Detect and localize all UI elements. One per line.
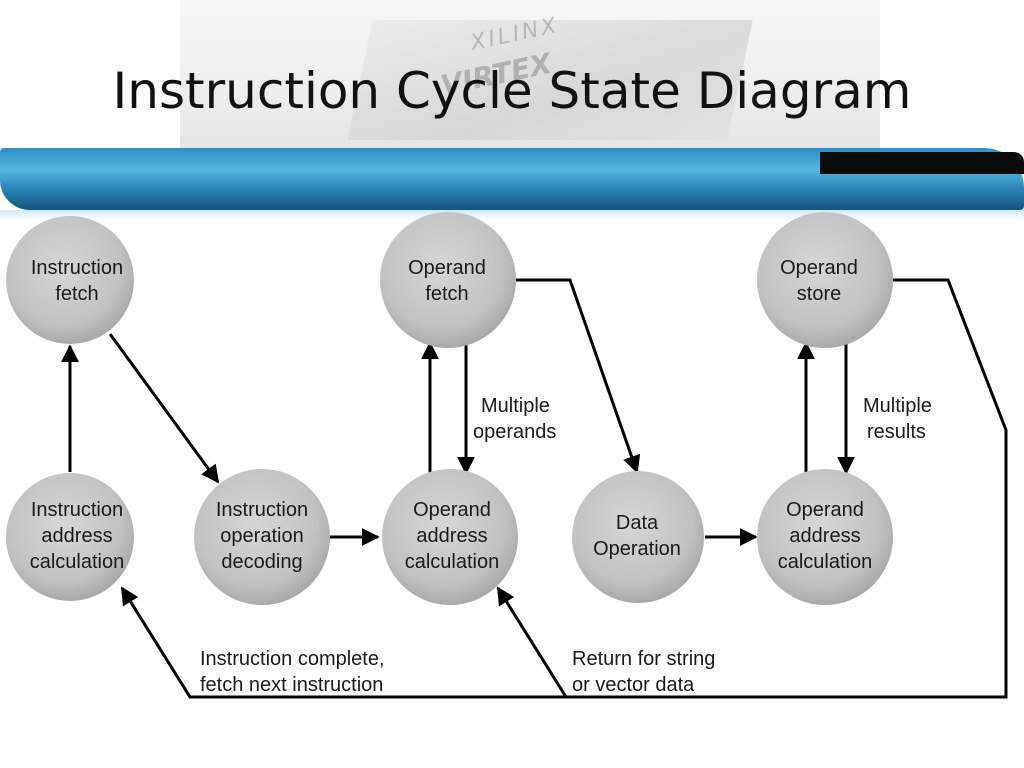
node-label-line: Operand [780,257,858,279]
decorative-band-fade [0,210,1024,220]
node-label-line: decoding [221,551,302,573]
node-label-line: operation [220,525,303,547]
arrows [61,278,1008,699]
node-label-line: fetch [425,283,468,305]
edge-label-line: Multiple [481,395,550,417]
node-label-line: Instruction [216,499,308,521]
node-label-line: Data [616,512,659,534]
edge-label-line: Return for string [572,648,715,670]
edge-label-line: fetch next instruction [200,674,383,696]
edge-label-line: operands [473,421,556,443]
node-label-line: calculation [30,551,125,573]
node-label-line: calculation [778,551,873,573]
node-operand-address-calculation-2: Operand address calculation [757,469,893,605]
node-label-line: Operand [413,499,491,521]
edge-label-line: or vector data [572,674,695,696]
arrow-return-string [496,586,568,698]
node-label-line: fetch [55,283,98,305]
edge-label-line: results [867,421,926,443]
node-operand-store: Operand store [757,212,893,348]
arrow-if-to-iod [108,333,220,484]
arrow-of-to-data [516,278,641,474]
node-instruction-address-calculation: Instruction address calculation [6,473,134,601]
node-label-line: Operation [593,538,681,560]
edge-label-return-string: Return for string or vector data [572,648,715,696]
node-data-operation: Data Operation [572,471,704,603]
node-label-line: store [797,283,841,305]
node-label-line: address [416,525,487,547]
node-label-line: address [41,525,112,547]
node-instruction-fetch: Instruction fetch [6,216,134,344]
edge-label-line: Multiple [863,395,932,417]
node-label-line: Operand [408,257,486,279]
arrow-os-loop [120,278,1008,699]
node-label-line: Operand [786,499,864,521]
node-operand-fetch: Operand fetch [380,212,516,348]
decorative-band-dark [820,152,1024,174]
slide-title: Instruction Cycle State Diagram [112,62,912,120]
node-label-line: calculation [405,551,500,573]
node-operand-address-calculation-1: Operand address calculation [382,469,518,605]
node-instruction-operation-decoding: Instruction operation decoding [194,469,330,605]
edge-label-instruction-complete: Instruction complete, fetch next instruc… [200,648,385,696]
edge-label-multiple-operands: Multiple operands [473,395,556,443]
node-label-line: Instruction [31,257,123,279]
node-label-line: address [789,525,860,547]
node-label-line: Instruction [31,499,123,521]
edge-label-multiple-results: Multiple results [863,395,932,443]
edge-label-line: Instruction complete, [200,648,385,670]
